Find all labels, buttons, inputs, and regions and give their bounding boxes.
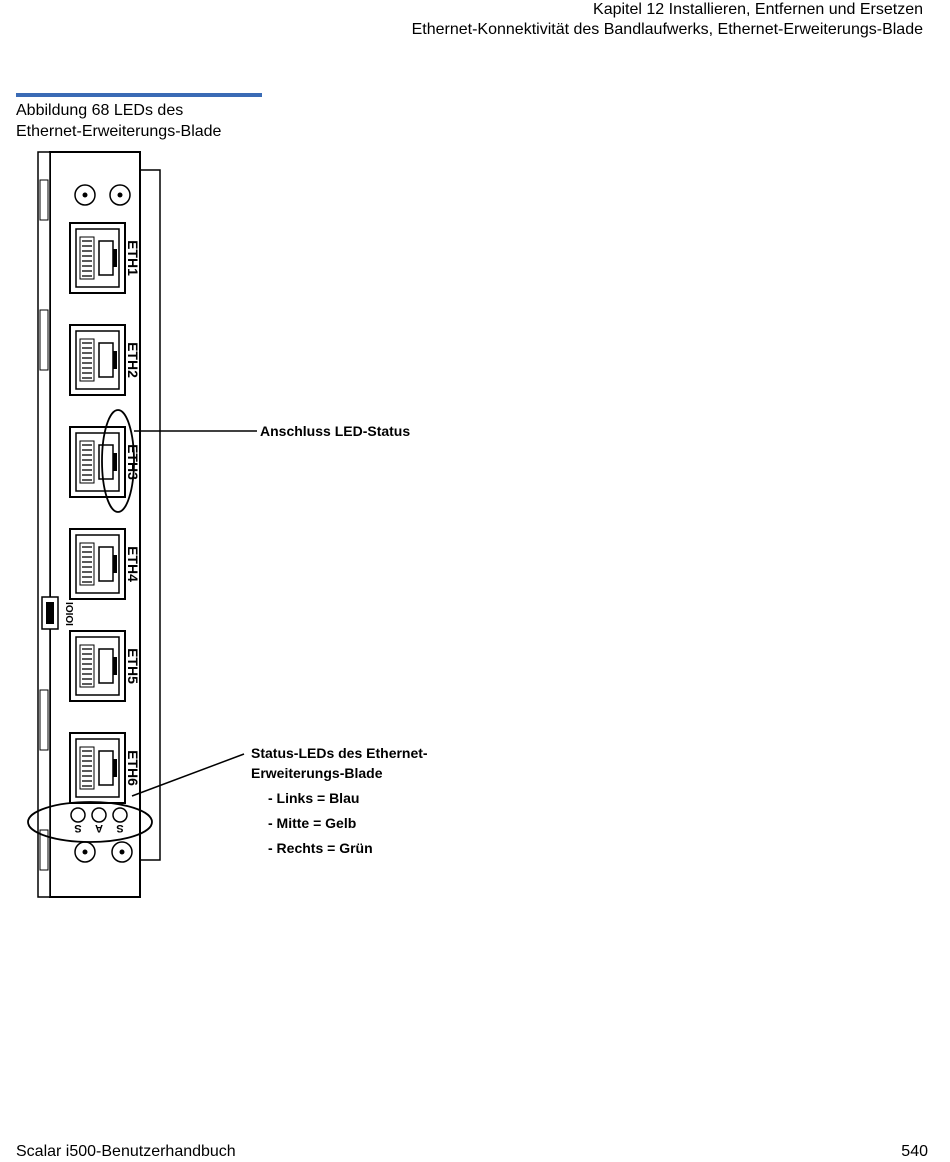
figure-caption-line1: Abbildung 68 LEDs des (16, 102, 184, 119)
eth-port-label: ETH2 (125, 342, 141, 378)
status-led-callout-ellipse (27, 801, 153, 843)
status-leds (70, 807, 128, 823)
eth-port: ETH2 (69, 324, 141, 396)
eth-port-label: ETH1 (125, 240, 141, 276)
led-letter: A (95, 822, 103, 834)
legend-left-blue: - Links = Blau (268, 790, 360, 806)
eth-port-label: ETH6 (125, 750, 141, 786)
eth-port: ETH5 (69, 630, 141, 702)
eth-port: ETH4 (69, 528, 141, 600)
eth-port: ETH3 (69, 426, 141, 498)
callout-port-led-status: Anschluss LED-Status (260, 423, 411, 439)
figure-caption-line2: Ethernet-Erweiterungs-Blade (16, 123, 222, 140)
led-right (112, 807, 128, 823)
footer-manual-title: Scalar i500-Benutzerhandbuch (16, 1143, 236, 1160)
eth-port-label: ETH5 (125, 648, 141, 684)
callout-status-leds-line1: Status-LEDs des Ethernet- (251, 745, 428, 761)
led-middle (91, 807, 107, 823)
eth-port-label: ETH4 (125, 546, 141, 582)
callout-status-leds-line2: Erweiterungs-Blade (251, 765, 383, 781)
led-left (70, 807, 86, 823)
serial-connector: IOIOI (41, 596, 74, 630)
footer-page-number: 540 (901, 1143, 928, 1160)
top-screws (74, 184, 131, 206)
chapter-header: Kapitel 12 Installieren, Entfernen und E… (593, 1, 923, 18)
caption-rule (16, 93, 262, 97)
led-letter: S (116, 822, 123, 834)
status-led-callout-line (131, 753, 245, 797)
eth-port: ETH1 (69, 222, 141, 294)
svg-text:IOIOI: IOIOI (63, 602, 74, 626)
eth-port-label: ETH3 (125, 444, 141, 480)
section-header: Ethernet-Konnektivität des Bandlaufwerks… (411, 21, 923, 38)
port-led-callout-ellipse (101, 409, 135, 513)
legend-right-green: - Rechts = Grün (268, 840, 373, 856)
eth-port: ETH6 (69, 732, 141, 804)
legend-middle-yellow: - Mitte = Gelb (268, 815, 357, 831)
led-letter: S (74, 822, 81, 834)
